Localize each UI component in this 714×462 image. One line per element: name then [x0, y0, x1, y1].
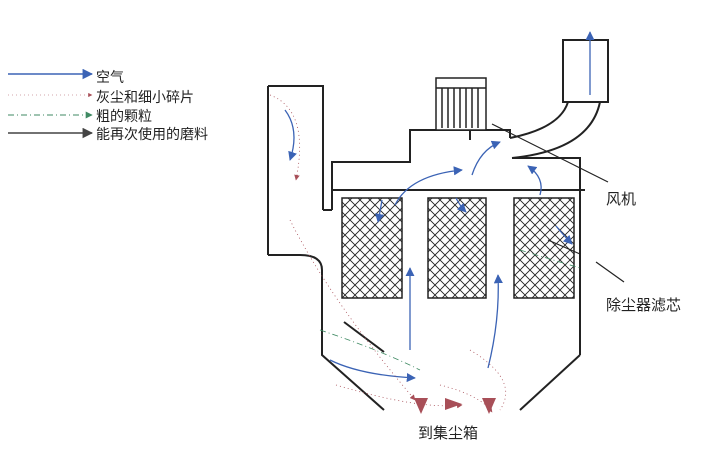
air-flow-arrows	[284, 31, 595, 383]
fan-label: 风机	[606, 190, 637, 208]
coarse-flow-arrows	[319, 249, 581, 371]
fan-leader-line	[491, 123, 609, 183]
filter-leader-line	[595, 261, 625, 283]
filter-leader-line	[547, 239, 581, 255]
legend-label: 灰尘和细小碎片	[96, 90, 194, 106]
legend-label: 能再次使用的磨料	[96, 127, 208, 143]
filter-label: 除尘器滤芯	[606, 296, 682, 314]
discharge-arrows	[414, 398, 496, 414]
legend-label: 粗的颗粒	[96, 109, 152, 125]
inlet-duct	[267, 85, 332, 290]
dust-box-label: 到集尘箱	[418, 424, 479, 442]
callout-lines	[491, 123, 625, 283]
filter-cartridge	[341, 197, 403, 299]
filter-cartridge	[513, 197, 575, 299]
fan-unit	[435, 77, 487, 131]
dust-flow-arrows	[269, 94, 507, 413]
discharge-arrow	[482, 398, 496, 414]
legend-arrows	[8, 68, 94, 139]
filter-cartridge	[427, 197, 487, 299]
collector-housing	[321, 129, 585, 411]
discharge-arrow	[445, 398, 462, 410]
legend-label: 空气	[96, 70, 124, 86]
filter-cartridges	[341, 197, 575, 299]
discharge-arrow	[414, 398, 428, 414]
exhaust-duct	[509, 39, 609, 159]
